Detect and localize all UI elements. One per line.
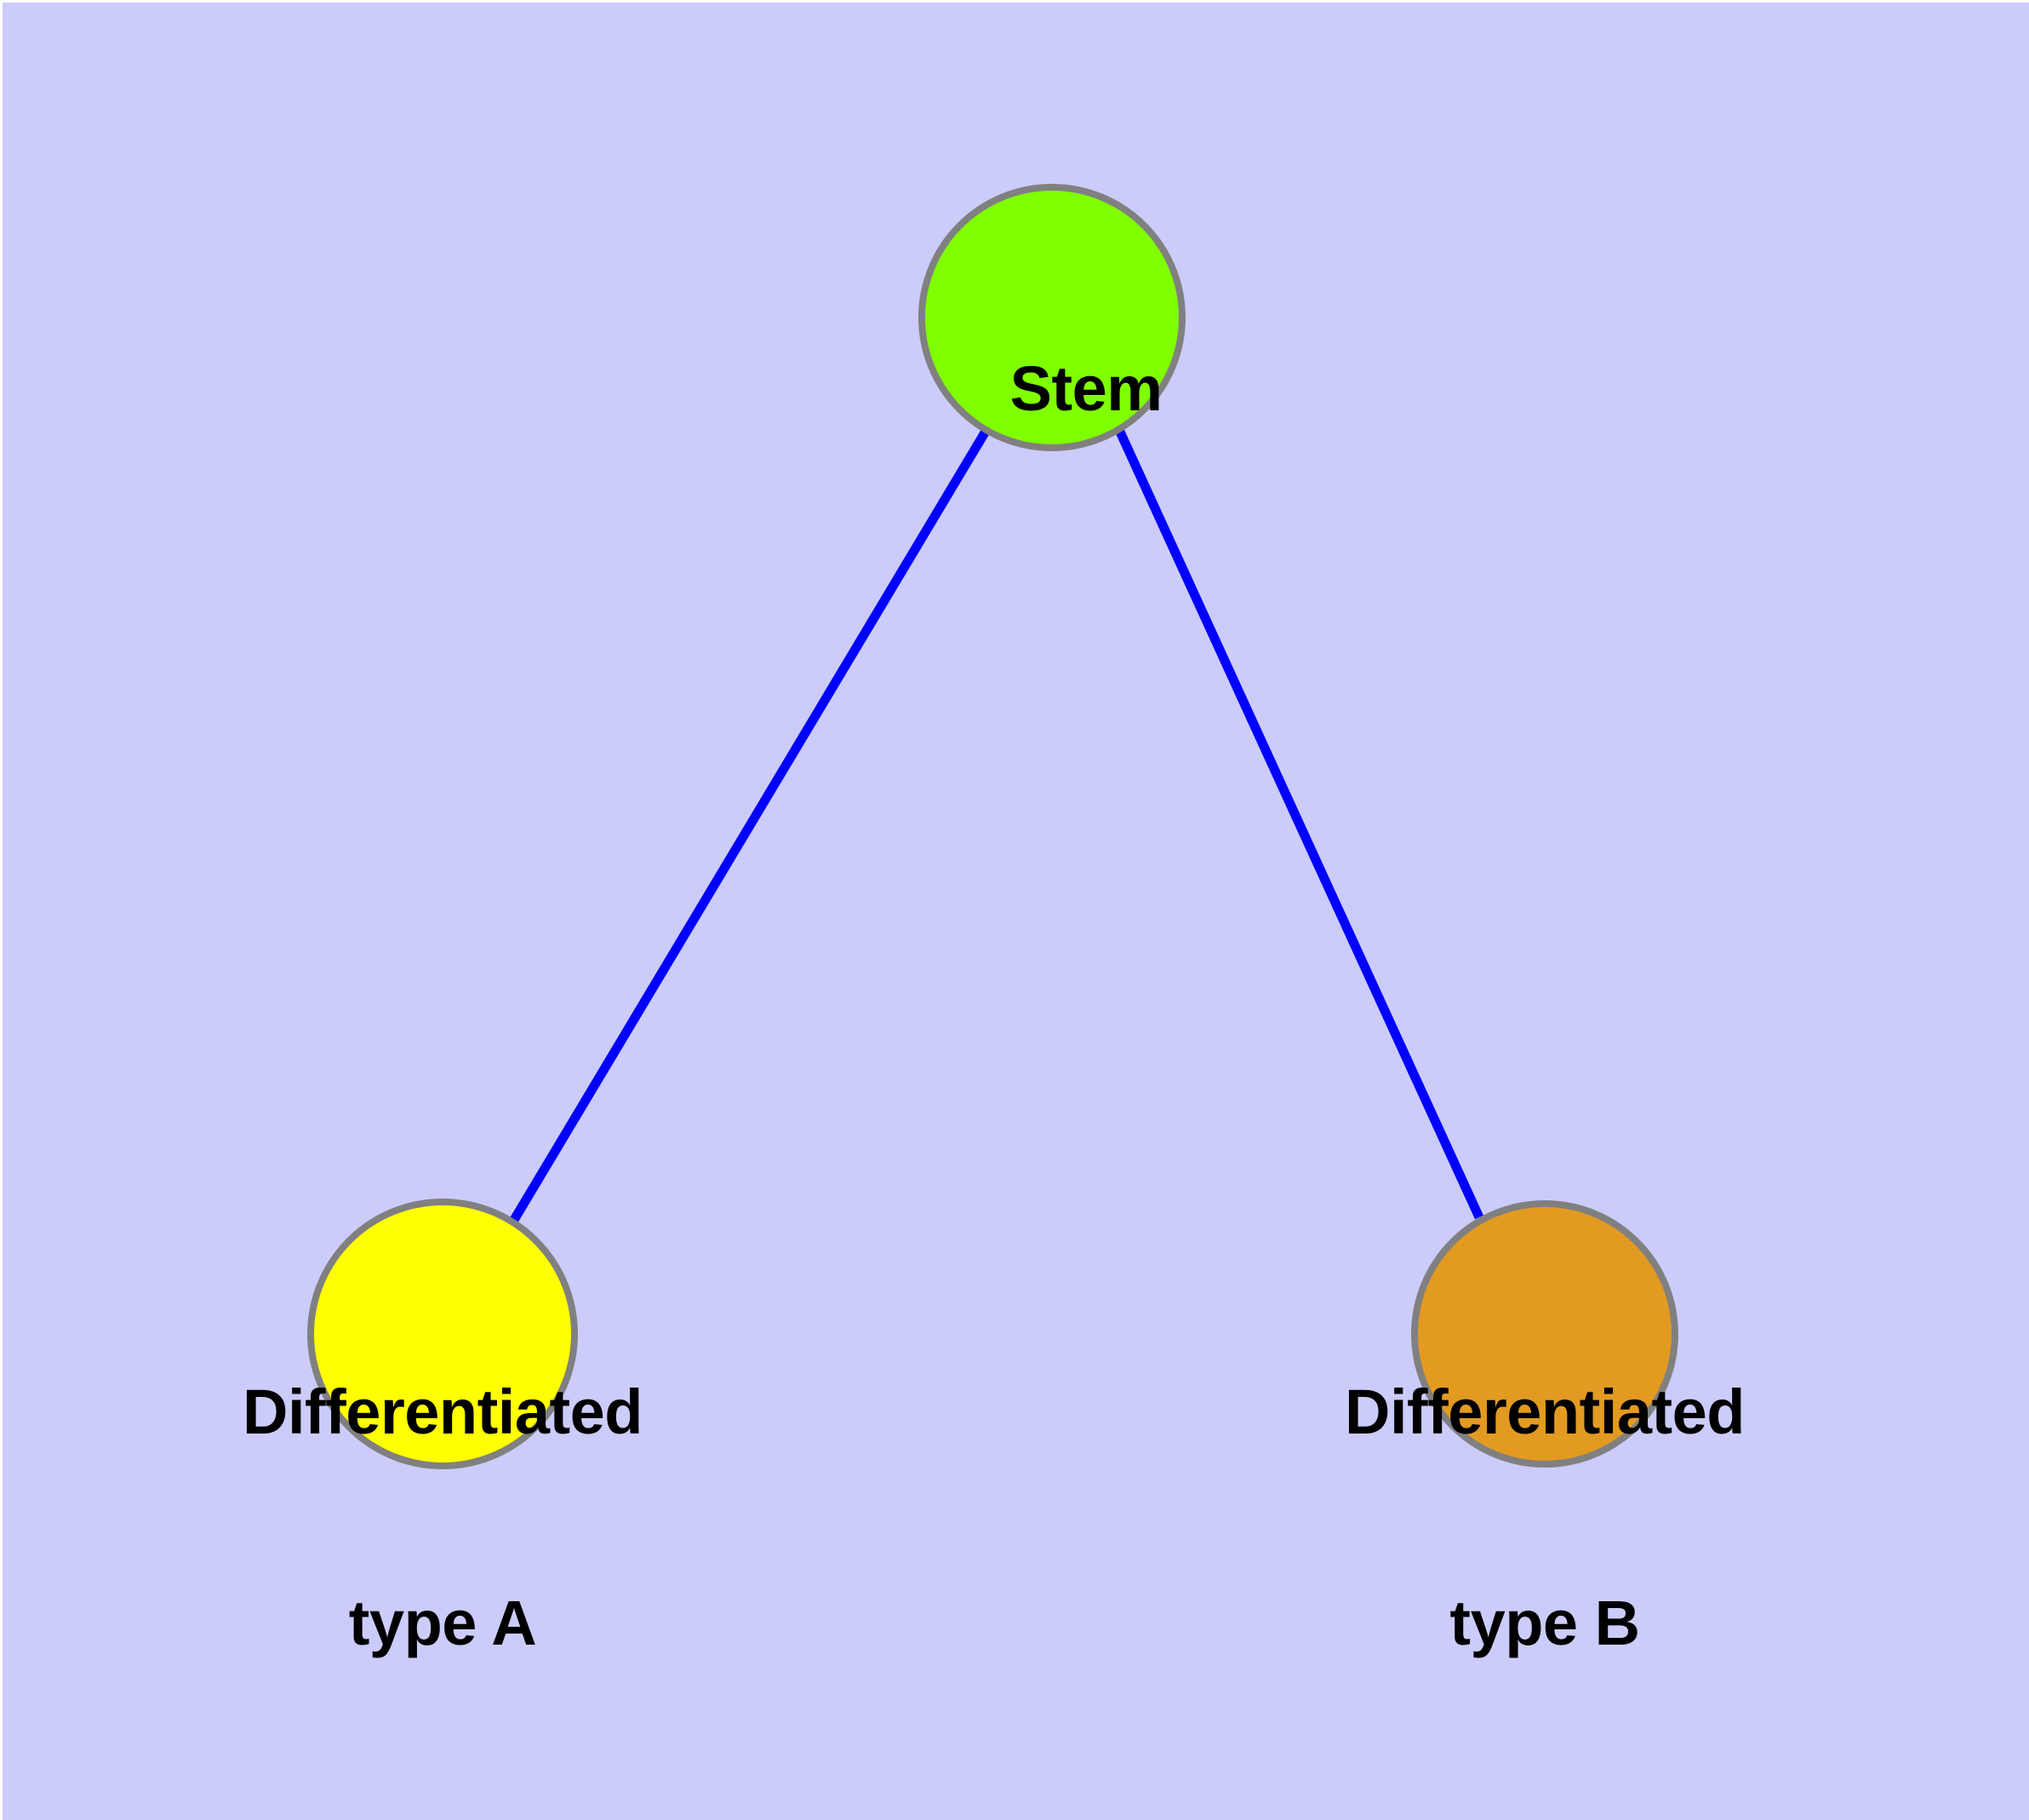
node-layer <box>307 184 1678 1469</box>
edge-stem-to-differentiated-type-a[interactable] <box>510 427 991 1222</box>
node-stem[interactable] <box>918 184 1186 451</box>
node-differentiated-type-b[interactable] <box>1411 1200 1678 1468</box>
edge-stem-to-differentiated-type-b[interactable] <box>1114 427 1484 1220</box>
edge-layer <box>510 427 1484 1222</box>
node-differentiated-type-a[interactable] <box>307 1199 578 1469</box>
